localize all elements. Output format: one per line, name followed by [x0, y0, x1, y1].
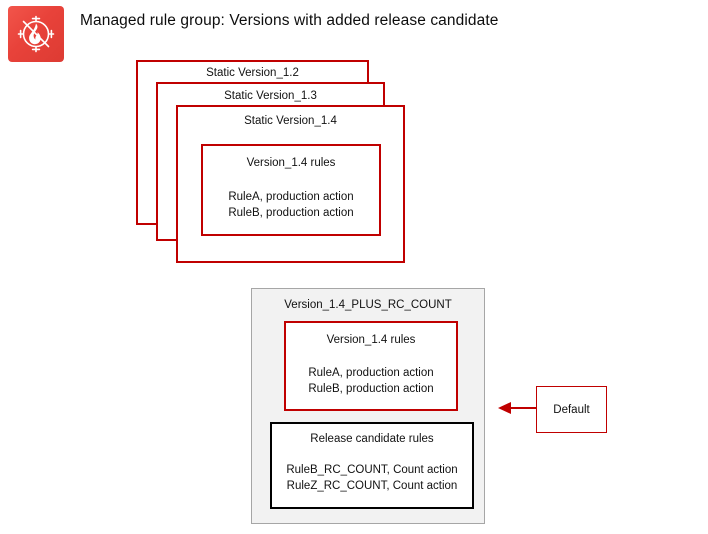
static-version-1-3-label: Static Version_1.3	[224, 90, 317, 102]
rc-version-title: Version_1.4_PLUS_RC_COUNT	[284, 299, 452, 311]
default-callout-label: Default	[553, 403, 590, 416]
release-candidate-rules-list: RuleB_RC_COUNT, Count action RuleZ_RC_CO…	[272, 462, 472, 494]
static-version-1-2-label: Static Version_1.2	[206, 67, 299, 79]
static-rules-list: RuleA, production action RuleB, producti…	[203, 189, 379, 221]
rc-production-rules-list: RuleA, production action RuleB, producti…	[286, 365, 456, 397]
static-rule-item: RuleB, production action	[228, 207, 354, 219]
static-version-rules-box: Version_1.4 rules RuleA, production acti…	[201, 144, 381, 236]
rc-production-rules-title: Version_1.4 rules	[326, 334, 416, 346]
page-title: Managed rule group: Versions with added …	[80, 12, 499, 29]
rc-production-rule-item: RuleB, production action	[308, 383, 434, 395]
aws-waf-icon	[8, 6, 64, 62]
release-candidate-rule-item: RuleZ_RC_COUNT, Count action	[286, 480, 458, 492]
default-arrow-icon	[498, 402, 540, 414]
release-candidate-rules-title: Release candidate rules	[310, 433, 434, 445]
static-rule-item: RuleA, production action	[228, 191, 354, 203]
rc-production-rules-box: Version_1.4 rules RuleA, production acti…	[284, 321, 458, 411]
rc-production-rule-item: RuleA, production action	[308, 367, 434, 379]
static-rules-title: Version_1.4 rules	[246, 157, 336, 169]
default-callout-box: Default	[536, 386, 607, 433]
release-candidate-rule-item: RuleB_RC_COUNT, Count action	[286, 464, 458, 476]
release-candidate-rules-box: Release candidate rules RuleB_RC_COUNT, …	[270, 422, 474, 509]
static-version-1-4-label: Static Version_1.4	[244, 115, 337, 127]
